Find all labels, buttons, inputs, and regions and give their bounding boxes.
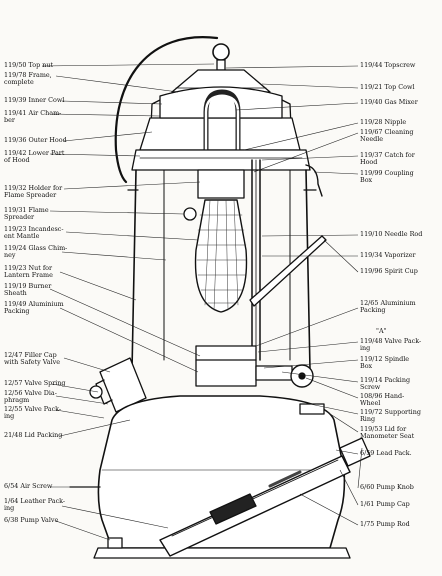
filler-cap (99, 357, 147, 413)
inner-cowl (159, 86, 283, 119)
label-nipple: 119/28 Nipple (360, 118, 407, 126)
mantle (194, 199, 248, 313)
label-mantle: 119/23 Incandesc-ent Mantle (4, 225, 64, 241)
label-pump-rod: 1/75 Pump Rod (360, 520, 410, 528)
pump-rod (171, 459, 339, 537)
label-top-cowl: 119/21 Top Cowl (360, 83, 415, 91)
label-topscrew: 119/44 Topscrew (360, 61, 416, 69)
pump-assembly (159, 437, 371, 557)
label-spirit-cup: 119/96 Spirit Cup (360, 267, 418, 275)
top-nut (216, 59, 226, 71)
frame-rod-right (305, 169, 311, 371)
label-frame: 119/78 Frame,complete (4, 71, 52, 87)
top-nut-ring (212, 43, 230, 61)
label-pump-valve: 6/38 Pump Valve (4, 516, 59, 524)
pump-knob (339, 437, 371, 467)
label-mark-a: "A" (376, 327, 387, 335)
frame-rod-left (131, 169, 137, 371)
label-valve-packing-r: 119/48 Valve Pack-ing (360, 337, 422, 353)
label-glass-chimney: 119/24 Glass Chim-ney (4, 244, 68, 260)
label-air-chamber: 119/41 Air Cham-ber (4, 109, 62, 125)
label-valve-packing: 12/55 Valve Pack-ing (4, 405, 62, 421)
lower-hood (131, 149, 311, 171)
label-gas-mixer: 119/40 Gas Mixer (360, 98, 418, 106)
label-pump-knob: 6/60 Pump Knob (360, 483, 414, 491)
label-vaporizer: 119/34 Vaporizer (360, 251, 416, 259)
pump-valve (107, 537, 123, 549)
label-pump-cap: 1/61 Pump Cap (360, 500, 410, 508)
label-needle-rod: 119/10 Needle Rod (360, 230, 423, 238)
vaporizer (251, 159, 261, 361)
label-outer-hood: 119/36 Outer Hood (4, 136, 67, 144)
spirit-cup (249, 235, 327, 307)
top-cowl (171, 69, 271, 93)
spindle-box (255, 365, 293, 381)
manometer-lid (299, 403, 325, 415)
label-valve-diaphragm: 12/56 Valve Dia-phragm (4, 389, 57, 405)
fount (97, 395, 346, 549)
label-valve-spring: 12/57 Valve Spring (4, 379, 66, 387)
carry-bail (114, 36, 219, 184)
label-lid-packing: 21/48 Lid Packing (4, 431, 63, 439)
label-hand-wheel: 108/96 Hand-Wheel (360, 392, 405, 408)
burner-sheath (195, 345, 257, 387)
label-inner-cowl: 119/39 Inner Cowl (4, 96, 65, 104)
label-lead-pack: 6/59 Lead Pack. (360, 449, 412, 457)
label-leather-packing: 1/64 Leather Pack-ing (4, 497, 66, 513)
flame-spreader (197, 169, 245, 199)
base-ring (93, 547, 351, 559)
coupling-box (305, 164, 323, 197)
label-air-screw: 6/54 Air Screw (4, 482, 53, 490)
outer-hood (139, 117, 301, 151)
label-top-nut: 119/50 Top nut (4, 61, 54, 69)
